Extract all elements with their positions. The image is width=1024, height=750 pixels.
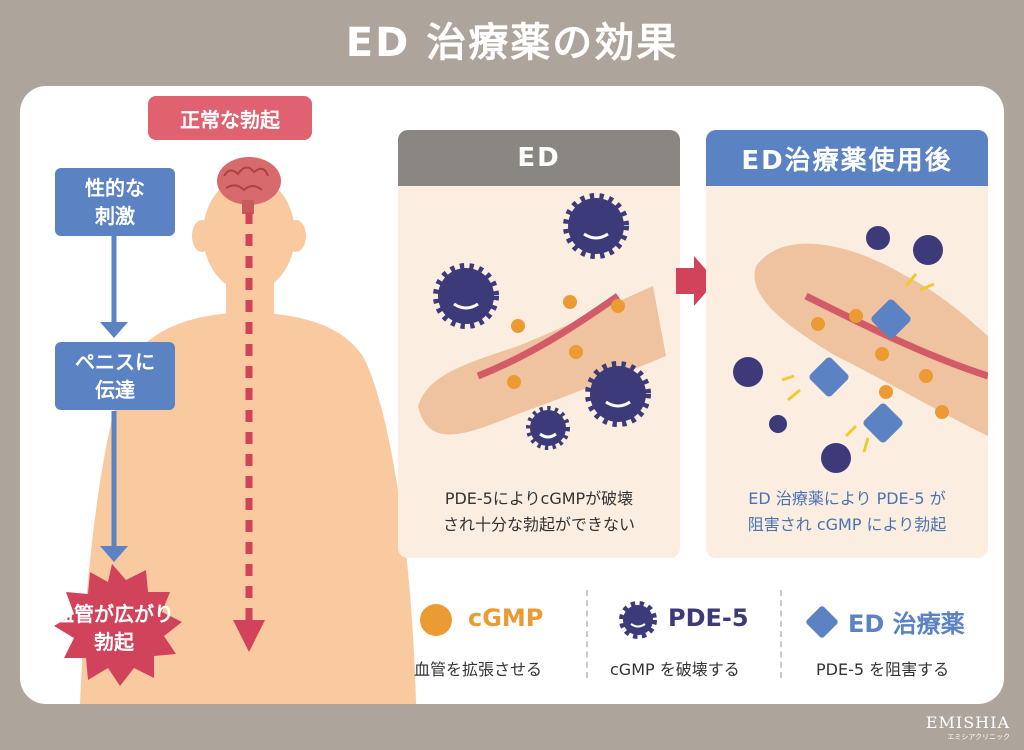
cgmp-dot-icon [420,604,452,636]
legend-cgmp-desc: 血管を拡張させる [414,660,543,679]
ed-drug-diamond-icon [809,299,911,443]
page-title: ED 治療薬の効果 [345,20,679,66]
legend-pde5-label: PDE-5 [668,604,749,632]
legend-divider [780,590,782,678]
pde5-virus-legend-icon [619,601,657,639]
logo-name: EMISHIA [925,713,1010,732]
normal-erection-label: 正常な勃起 [148,96,312,140]
clinic-logo: EMISHIA エミシアクリニック [926,713,1010,742]
legend-pde5-desc: cGMP を破壊する [610,660,740,679]
ed-drug-legend-icon [806,606,838,638]
panel-ed: ED PDE-5によりcGMPが破壊 され十分な勃起ができない [398,130,680,558]
result-erection-text: 血管が広がり 勃起 [54,602,174,654]
step-transmission: ペニスに 伝達 [55,342,175,410]
legend-divider [586,590,588,678]
panel-arrow-icon [676,256,716,306]
pde5-virus-icon [433,193,651,450]
panel-after-illustration [733,226,988,473]
panel-after-treatment: ED治療薬使用後 ED 治療薬により PDE-5 が 阻害され cGMP により… [706,130,988,558]
body-illustration [54,157,416,704]
panel-ed-caption: PDE-5によりcGMPが破壊 され十分な勃起ができない [442,489,635,534]
panel-ed-header: ED [398,130,680,186]
step-sexual-stimulus: 性的な 刺激 [55,168,175,236]
legend-ed-drug-desc: PDE-5 を阻害する [816,660,950,679]
brain-icon [217,157,281,214]
panel-ed-illustration [418,193,666,450]
panel-after-caption: ED 治療薬により PDE-5 が 阻害され cGMP により勃起 [747,489,947,534]
legend-cgmp-label: cGMP [468,604,544,632]
pde5-inhibited-icon [733,226,943,473]
panel-after-header: ED治療薬使用後 [706,130,988,186]
logo-sub: エミシアクリニック [947,733,1010,741]
legend-ed-drug-label: ED 治療薬 [848,610,965,638]
result-starburst [54,564,182,686]
